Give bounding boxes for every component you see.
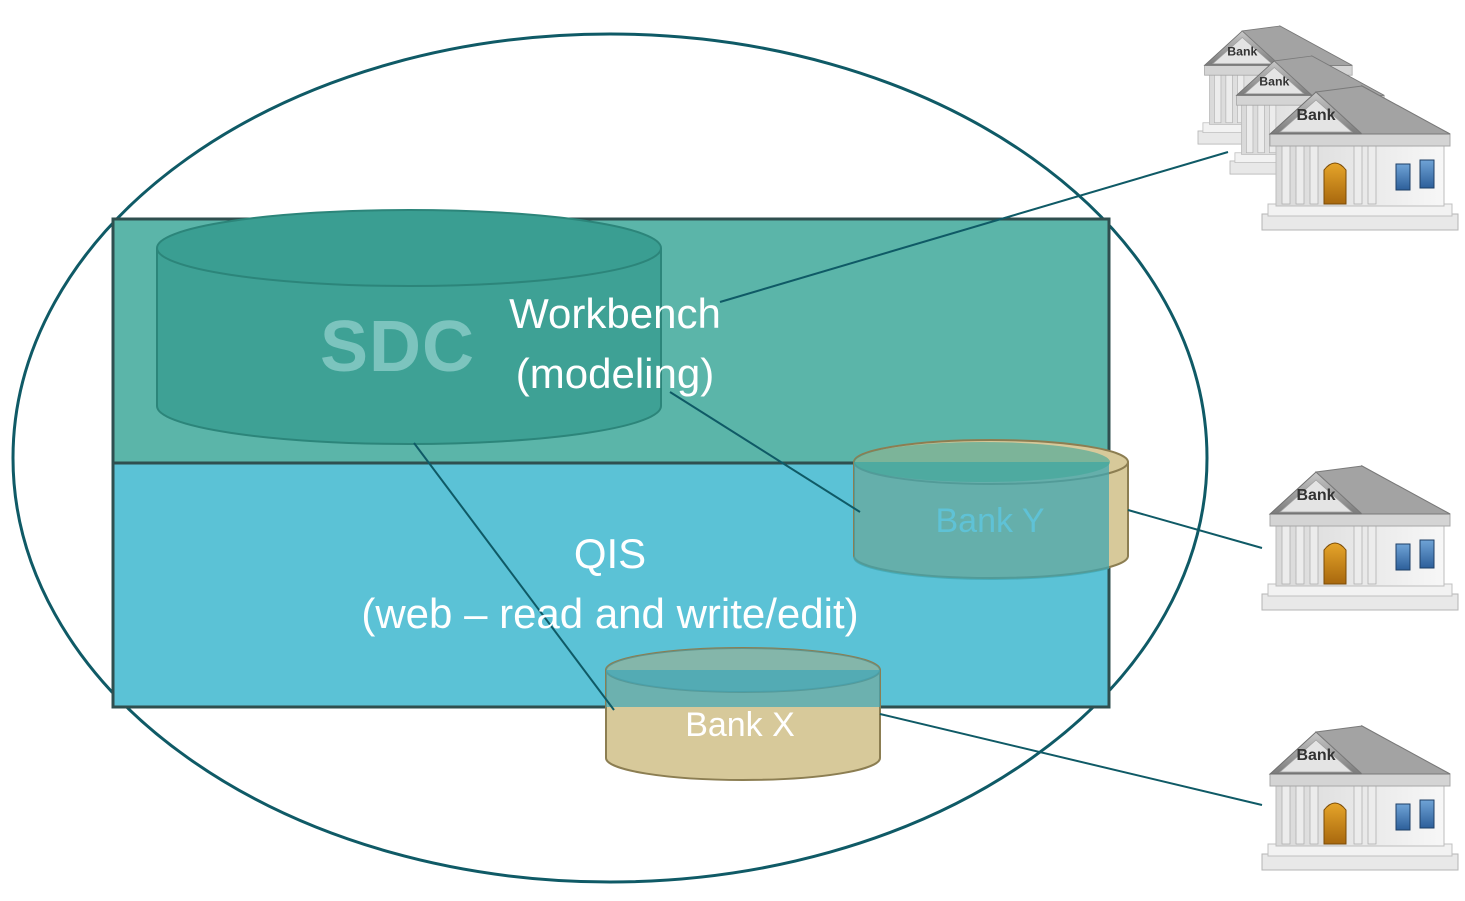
bank-sign: Bank	[1296, 487, 1335, 504]
connector-bank-x-building	[879, 713, 1263, 806]
bank-y-database-cylinder	[853, 439, 1129, 580]
bank-building-icon: Bank	[1261, 465, 1459, 611]
bank-building-icon: Bank	[1229, 55, 1392, 175]
connector-workbench-banks	[719, 151, 1229, 303]
bank-building-icon: Bank	[1261, 85, 1459, 231]
bank-sign: Bank	[1296, 107, 1335, 124]
connector-workbench-bank-y	[669, 391, 861, 513]
bank-building-icon: Bank	[1261, 725, 1459, 871]
bank-building-icon: Bank	[1197, 25, 1360, 145]
system-boundary-ellipse	[11, 32, 1209, 884]
bank-sign: Bank	[1227, 45, 1257, 59]
bank-sign: Bank	[1296, 747, 1335, 764]
sdc-database-cylinder	[156, 209, 662, 445]
connector-sdc-bank-x	[413, 442, 615, 711]
bank-sign: Bank	[1259, 75, 1289, 89]
bank-x-database-cylinder	[605, 647, 881, 781]
connector-bank-y-building	[1127, 509, 1263, 549]
